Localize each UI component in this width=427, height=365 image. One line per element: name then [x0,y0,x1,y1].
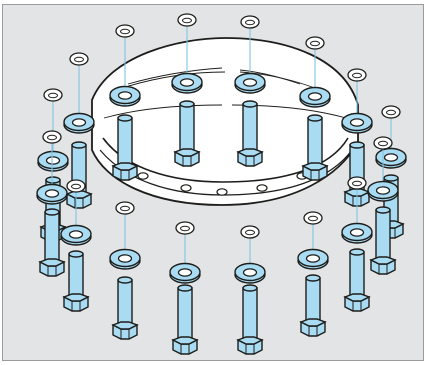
hex-bolt-icon [111,114,139,181]
small-ring-icon [305,36,325,50]
hex-bolt-icon [343,248,371,312]
small-ring-icon [177,13,197,27]
small-ring-icon [240,15,260,29]
small-ring-icon [240,225,260,239]
flat-washer-icon [109,248,141,270]
hex-bolt-icon [62,250,90,312]
hex-bolt-icon [173,100,201,167]
flat-washer-icon [109,85,141,107]
dome-shading-line [127,67,223,85]
hex-bolt-icon [236,284,264,355]
hex-bolt-icon [236,100,264,167]
dome-shading-line [103,104,223,119]
small-ring-icon [66,179,86,193]
small-ring-icon [381,105,401,119]
flat-washer-icon [375,147,407,169]
flat-washer-icon [234,72,266,94]
flat-washer-icon [171,72,203,94]
flat-washer-icon [60,224,92,246]
hex-bolt-icon [301,114,329,181]
fastener-set [36,13,407,355]
flat-washer-icon [63,112,95,134]
flat-washer-icon [341,222,373,244]
dome-bolt-hole [137,172,149,180]
flat-washer-icon [37,150,69,172]
small-ring-icon [303,211,323,225]
flat-washer-icon [341,112,373,134]
flat-washer-icon [234,262,266,284]
small-ring-icon [347,68,367,82]
flat-washer-icon [36,183,68,205]
small-ring-icon [43,88,63,102]
small-ring-icon [42,130,62,144]
dome-bolt-hole [256,184,268,192]
dome-shading-line [239,69,301,85]
small-ring-icon [175,221,195,235]
small-ring-icon [373,136,393,150]
flat-washer-icon [297,248,329,270]
small-ring-icon [69,52,89,66]
dome-bolt-hole [216,188,228,196]
flat-washer-icon [367,180,399,202]
hex-bolt-icon [171,284,199,355]
small-ring-icon [115,24,135,38]
small-ring-icon [347,176,367,190]
dome-bolt-hole [180,184,192,192]
hex-bolt-icon [38,208,66,277]
flat-washer-icon [169,262,201,284]
small-ring-icon [115,201,135,215]
hex-bolt-icon [299,274,327,337]
hex-bolt-icon [111,276,139,340]
hex-bolt-icon [369,206,397,275]
flat-washer-icon [299,86,331,108]
